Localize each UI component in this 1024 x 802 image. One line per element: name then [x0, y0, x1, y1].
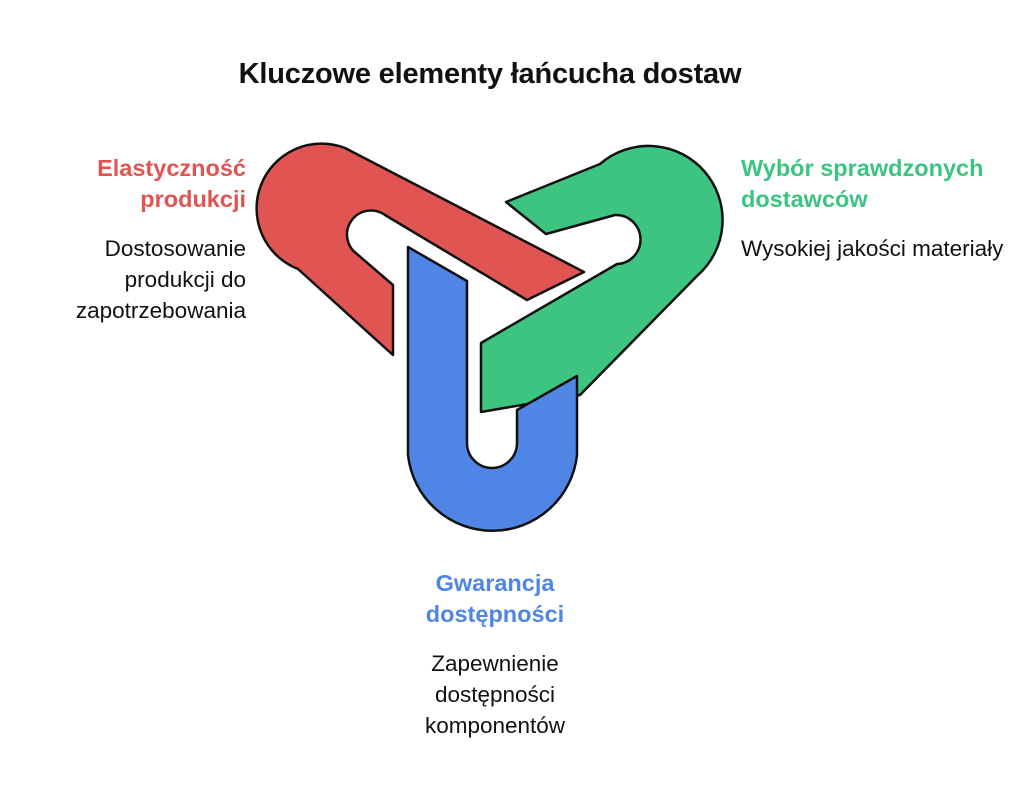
green-loop-shape	[479, 144, 724, 414]
node-bottom: Gwarancja dostępności Zapewnienie dostęp…	[370, 568, 620, 741]
node-right: Wybór sprawdzonych dostawców Wysokiej ja…	[741, 153, 1011, 264]
node-left: Elastyczność produkcji Dostosowanie prod…	[20, 153, 246, 326]
node-bottom-heading: Gwarancja dostępności	[425, 570, 565, 627]
node-left-heading: Elastyczność produkcji	[97, 155, 246, 212]
node-bottom-description: Zapewnienie dostępności komponentów	[424, 651, 566, 738]
diagram-title: Kluczowe elementy łańcucha dostaw	[238, 58, 742, 90]
node-right-heading: Wybór sprawdzonych dostawców	[741, 155, 984, 212]
red-loop-shape	[255, 142, 586, 357]
node-right-description: Wysokiej jakości materiały	[741, 236, 1004, 261]
blue-loop-shape	[406, 245, 579, 532]
node-left-description: Dostosowanie produkcji do zapotrzebowani…	[75, 236, 246, 323]
